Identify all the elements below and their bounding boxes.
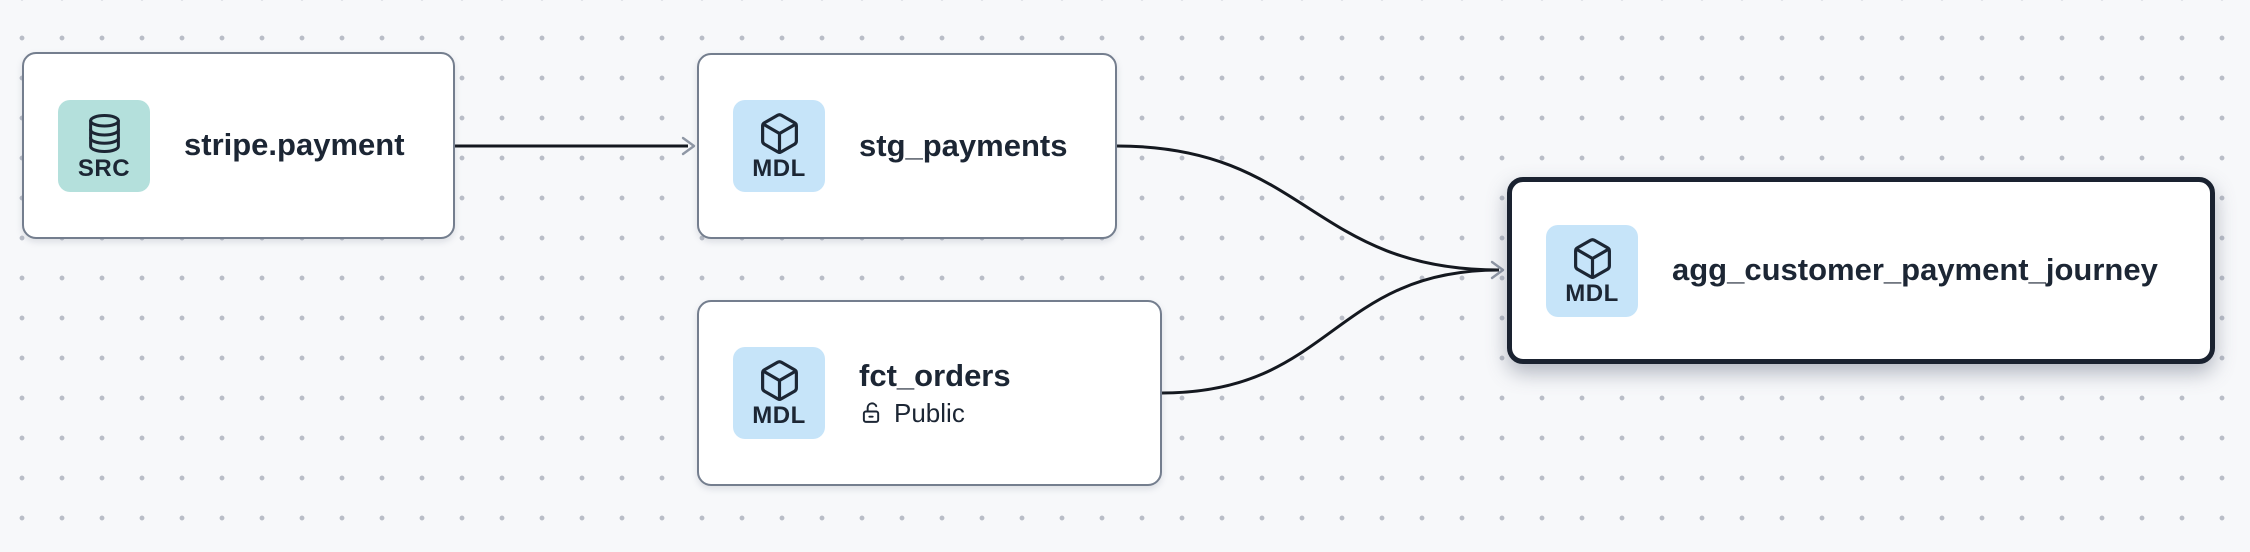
source-type-badge: SRC bbox=[58, 99, 150, 192]
arrowhead-icon bbox=[1490, 260, 1505, 280]
model-type-badge: MDL bbox=[1546, 224, 1638, 317]
badge-label: MDL bbox=[752, 402, 806, 429]
badge-label: MDL bbox=[752, 155, 806, 182]
badge-label: SRC bbox=[77, 154, 131, 182]
edge-stg-payments-to-agg bbox=[1116, 144, 1500, 272]
node-title: fct_orders bbox=[859, 357, 1011, 393]
edge-fct-orders-to-agg bbox=[1161, 268, 1500, 395]
badge-label: MDL bbox=[1565, 279, 1619, 307]
node-title: agg_customer_payment_journey bbox=[1672, 252, 2158, 288]
node-fct-orders[interactable]: MDL fct_orders Public bbox=[697, 300, 1162, 486]
model-type-badge: MDL bbox=[733, 100, 825, 192]
model-type-badge: MDL bbox=[733, 347, 825, 439]
cube-icon bbox=[760, 360, 798, 401]
node-agg-customer-payment-journey[interactable]: MDL agg_customer_payment_journey bbox=[1507, 177, 2215, 364]
node-title: stripe.payment bbox=[184, 127, 405, 163]
access-level: Public bbox=[859, 399, 1011, 428]
database-icon bbox=[88, 113, 120, 153]
access-level-label: Public bbox=[894, 397, 965, 428]
node-title: stg_payments bbox=[859, 127, 1068, 163]
node-stg-payments[interactable]: MDL stg_payments bbox=[697, 53, 1117, 239]
arrowhead-icon bbox=[681, 136, 696, 156]
cube-icon bbox=[1573, 237, 1611, 279]
node-stripe-payment[interactable]: SRC stripe.payment bbox=[22, 52, 455, 239]
cube-icon bbox=[760, 113, 798, 154]
unlock-icon bbox=[862, 402, 880, 423]
